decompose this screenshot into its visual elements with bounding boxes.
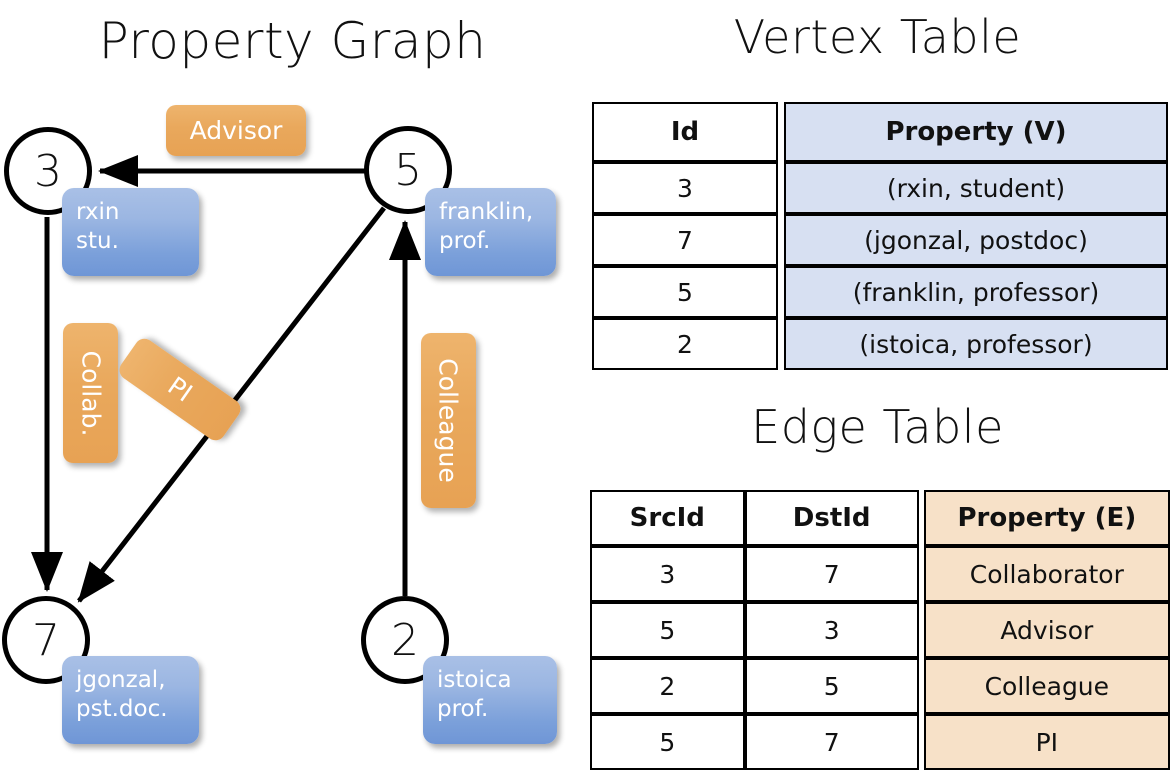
edge-table-column-gap: [918, 602, 924, 658]
vertex-cell-property: (franklin, professor): [784, 266, 1168, 318]
section-title-edge-table: Edge Table: [751, 400, 1004, 454]
vertex-table-header-id: Id: [592, 102, 778, 162]
edge-cell-property: Advisor: [923, 602, 1170, 658]
node-property-line-2: prof.: [437, 695, 489, 722]
node-property-line-1: istoica: [437, 667, 512, 693]
table-row: 5 7 PI: [590, 714, 1170, 770]
edge-label-colleague-text: Colleague: [434, 358, 464, 483]
vertex-table-column-gap: [778, 266, 784, 318]
vertex-table-header-row: Id Property (V): [592, 102, 1168, 162]
table-row: 2 5 Colleague: [590, 658, 1170, 714]
edge-table: SrcId DstId Property (E) 3 7 Collaborato…: [590, 490, 1170, 770]
edge-label-pi-text: PI: [162, 371, 198, 408]
property-graph-diagram: 3 5 7 2 rxin stu. franklin, prof. jgonza…: [0, 0, 585, 760]
node-property-box-franklin: franklin, prof.: [425, 188, 556, 276]
edge-cell-srcid: 5: [590, 714, 745, 770]
node-property-line-2: prof.: [439, 227, 491, 254]
edge-table-header-srcid: SrcId: [590, 490, 745, 546]
vertex-cell-id: 2: [592, 318, 778, 370]
graph-node-2[interactable]: 2: [361, 596, 449, 684]
vertex-table-column-gap: [778, 214, 784, 266]
edge-cell-dstid: 5: [744, 658, 919, 714]
edge-cell-property: Collaborator: [923, 546, 1170, 602]
vertex-table-column-gap: [778, 162, 784, 214]
vertex-cell-property: (jgonzal, postdoc): [784, 214, 1168, 266]
graph-node-5[interactable]: 5: [364, 126, 452, 214]
node-property-box-rxin: rxin stu.: [62, 188, 199, 276]
vertex-table-header-property: Property (V): [784, 102, 1168, 162]
vertex-table: Id Property (V) 3 (rxin, student) 7 (jgo…: [592, 102, 1168, 370]
vertex-cell-id: 7: [592, 214, 778, 266]
node-property-line-1: jgonzal,: [76, 667, 166, 693]
node-property-line-2: pst.doc.: [76, 695, 168, 722]
edge-table-header-row: SrcId DstId Property (E): [590, 490, 1170, 546]
edge-table-header-dstid: DstId: [744, 490, 919, 546]
edge-cell-property: Colleague: [923, 658, 1170, 714]
vertex-cell-property: (istoica, professor): [784, 318, 1168, 370]
table-row: 5 (franklin, professor): [592, 266, 1168, 318]
vertex-cell-id: 3: [592, 162, 778, 214]
vertex-table-column-gap: [778, 102, 784, 162]
edge-cell-srcid: 3: [590, 546, 745, 602]
table-row: 2 (istoica, professor): [592, 318, 1168, 370]
node-property-line-1: franklin,: [439, 199, 534, 225]
vertex-cell-property: (rxin, student): [784, 162, 1168, 214]
edge-label-advisor: Advisor: [166, 105, 306, 156]
node-property-line-2: stu.: [76, 227, 119, 254]
edge-cell-srcid: 5: [590, 602, 745, 658]
edge-table-column-gap: [918, 658, 924, 714]
table-row: 7 (jgonzal, postdoc): [592, 214, 1168, 266]
node-property-box-istoica: istoica prof.: [423, 656, 557, 744]
table-row: 3 7 Collaborator: [590, 546, 1170, 602]
edge-cell-srcid: 2: [590, 658, 745, 714]
edge-label-colleague: Colleague: [421, 333, 476, 508]
edge-cell-dstid: 7: [744, 714, 919, 770]
edge-label-collaborator-text: Collab.: [76, 350, 105, 436]
edge-table-column-gap: [918, 490, 924, 546]
edge-cell-dstid: 7: [744, 546, 919, 602]
edge-label-collaborator: Collab.: [63, 323, 118, 463]
edge-table-column-gap: [918, 714, 924, 770]
table-row: 5 3 Advisor: [590, 602, 1170, 658]
node-property-box-jgonzal: jgonzal, pst.doc.: [62, 656, 199, 744]
vertex-cell-id: 5: [592, 266, 778, 318]
page-title-property-graph: Property Graph: [98, 12, 487, 70]
section-title-vertex-table: Vertex Table: [733, 10, 1022, 64]
edge-table-header-property: Property (E): [923, 490, 1170, 546]
edge-cell-dstid: 3: [744, 602, 919, 658]
vertex-table-column-gap: [778, 318, 784, 370]
table-row: 3 (rxin, student): [592, 162, 1168, 214]
edge-cell-property: PI: [923, 714, 1170, 770]
node-property-line-1: rxin: [76, 199, 120, 225]
edge-table-column-gap: [918, 546, 924, 602]
